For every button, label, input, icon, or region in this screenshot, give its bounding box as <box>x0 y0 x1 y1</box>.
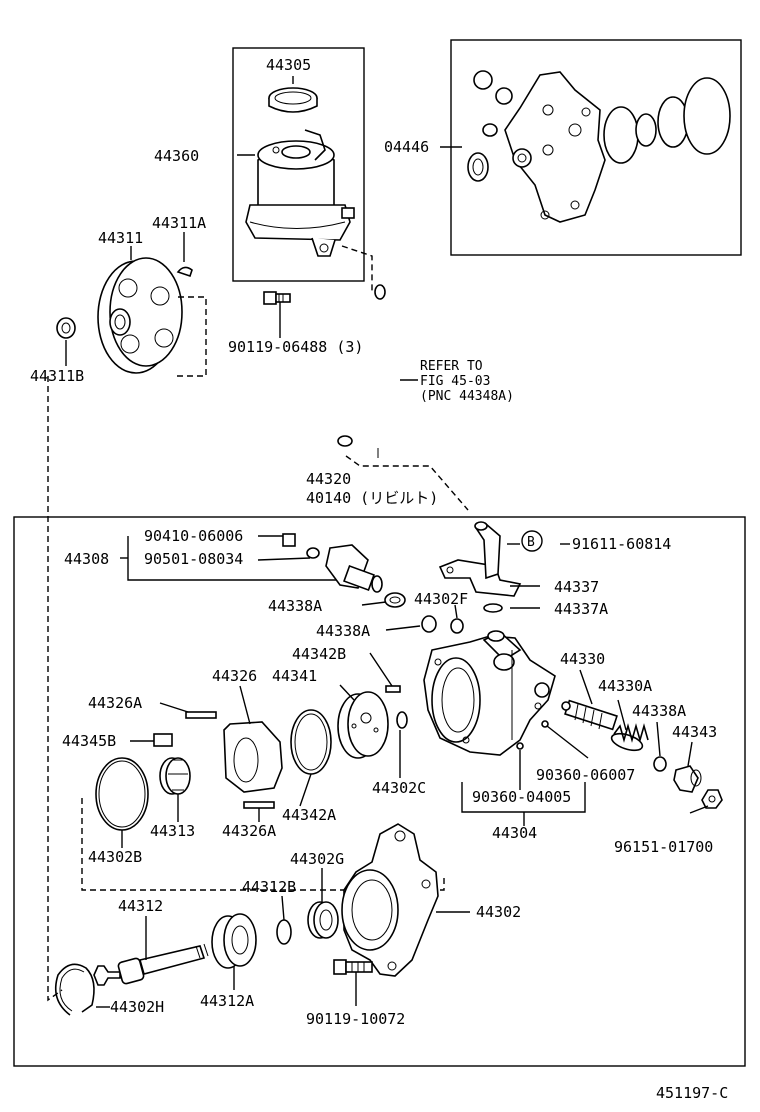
return-hose-drawing <box>337 284 420 447</box>
label-44326: 44326 <box>212 667 257 685</box>
label-90360-04005: 90360-04005 <box>472 788 571 806</box>
label-90119-10072: 90119-10072 <box>306 1010 405 1028</box>
label-44305: 44305 <box>266 56 311 74</box>
refer-line-1: REFER TO <box>420 359 483 374</box>
washer-44338A-3-drawing <box>653 756 667 772</box>
label-44342A: 44342A <box>282 806 336 824</box>
bearing-drawing <box>211 913 257 969</box>
label-44338A-3: 44338A <box>632 702 686 720</box>
fitting-96151-drawing <box>701 789 723 809</box>
label-44342B: 44342B <box>292 645 346 663</box>
pin-44326A-1-drawing <box>185 711 217 719</box>
label-44302G: 44302G <box>290 850 344 868</box>
plug-drawing <box>673 765 702 793</box>
label-44343: 44343 <box>672 723 717 741</box>
washer-44338A-1-drawing <box>384 592 406 608</box>
reservoir-drawing <box>245 129 355 257</box>
label-44360: 44360 <box>154 147 199 165</box>
washer-44338A-2-drawing <box>421 615 437 633</box>
front-housing-drawing <box>341 823 439 977</box>
callout-b: B <box>527 535 535 550</box>
reservoir-cap-drawing <box>268 87 318 113</box>
label-44345B: 44345B <box>62 732 116 750</box>
label-90501-08034: 90501-08034 <box>144 550 243 568</box>
label-40140: 40140 (リビルト) <box>306 489 438 507</box>
oring-44302C-drawing <box>396 711 408 729</box>
pulley-key-drawing <box>176 266 193 278</box>
union-fitting-drawing <box>282 533 383 593</box>
label-44311B: 44311B <box>30 367 84 385</box>
cam-ring-drawing <box>223 721 283 793</box>
label-44337: 44337 <box>554 578 599 596</box>
label-44302H: 44302H <box>110 998 164 1016</box>
seal-44302F-drawing <box>450 618 464 634</box>
label-91611-60814: 91611-60814 <box>572 535 671 553</box>
label-44326A-2: 44326A <box>222 822 276 840</box>
label-44320: 44320 <box>306 470 351 488</box>
label-44302B: 44302B <box>88 848 142 866</box>
reservoir-bolt-drawing <box>263 291 291 305</box>
bolt-90119-10072-drawing <box>333 959 373 975</box>
label-44338A-2: 44338A <box>316 622 370 640</box>
label-44312B: 44312B <box>242 878 296 896</box>
label-04446: 04446 <box>384 138 429 156</box>
side-plate-drawing <box>337 691 389 759</box>
label-90119-06488: 90119-06488 (3) <box>228 338 363 356</box>
label-44312: 44312 <box>118 897 163 915</box>
label-90410-06006: 90410-06006 <box>144 527 243 545</box>
circlip-drawing <box>54 963 95 1016</box>
label-90360-06007: 90360-06007 <box>536 766 635 784</box>
label-44337A: 44337A <box>554 600 608 618</box>
pulley-nut-drawing <box>56 317 76 339</box>
shaft-drawing <box>93 943 209 986</box>
label-44312A: 44312A <box>200 992 254 1010</box>
label-44326A-1: 44326A <box>88 694 142 712</box>
figure-id: 451197-C <box>656 1084 728 1102</box>
oring-44302B-drawing <box>95 757 149 831</box>
label-44302F: 44302F <box>414 590 468 608</box>
vanes-drawing <box>153 733 173 747</box>
label-44311A: 44311A <box>152 214 206 232</box>
washer-44337A-drawing <box>483 603 503 613</box>
label-44330A: 44330A <box>598 677 652 695</box>
label-44302: 44302 <box>476 903 521 921</box>
reservoir-frame <box>232 47 365 282</box>
label-44304: 44304 <box>492 824 537 842</box>
gasket-kit-drawing <box>467 70 731 223</box>
label-44341: 44341 <box>272 667 317 685</box>
pump-assembly-frame <box>13 516 746 1067</box>
label-44311: 44311 <box>98 229 143 247</box>
pin-90360-06007-drawing <box>541 720 549 728</box>
pulley-drawing <box>97 257 183 374</box>
rotor-drawing <box>159 757 191 795</box>
oring-44342A-drawing <box>290 709 332 775</box>
seal-44302G-drawing <box>307 901 339 939</box>
label-96151-01700: 96151-01700 <box>614 838 713 856</box>
pin-44342B-drawing <box>385 685 401 693</box>
pin-90360-04005-drawing <box>516 742 524 750</box>
label-44330: 44330 <box>560 650 605 668</box>
spring-drawing <box>610 723 649 752</box>
bracket-drawing <box>438 521 522 597</box>
label-44302C: 44302C <box>372 779 426 797</box>
label-44338A-1: 44338A <box>268 597 322 615</box>
callout-b-circle <box>521 530 543 552</box>
pin-44326A-2-drawing <box>243 801 275 809</box>
pump-body-drawing <box>423 630 556 756</box>
snap-ring-44312B-drawing <box>276 919 292 945</box>
flow-control-valve-drawing <box>561 699 618 731</box>
label-44308: 44308 <box>64 550 109 568</box>
refer-line-3: (PNC 44348A) <box>420 389 514 404</box>
label-44313: 44313 <box>150 822 195 840</box>
refer-line-2: FIG 45-03 <box>420 374 490 389</box>
